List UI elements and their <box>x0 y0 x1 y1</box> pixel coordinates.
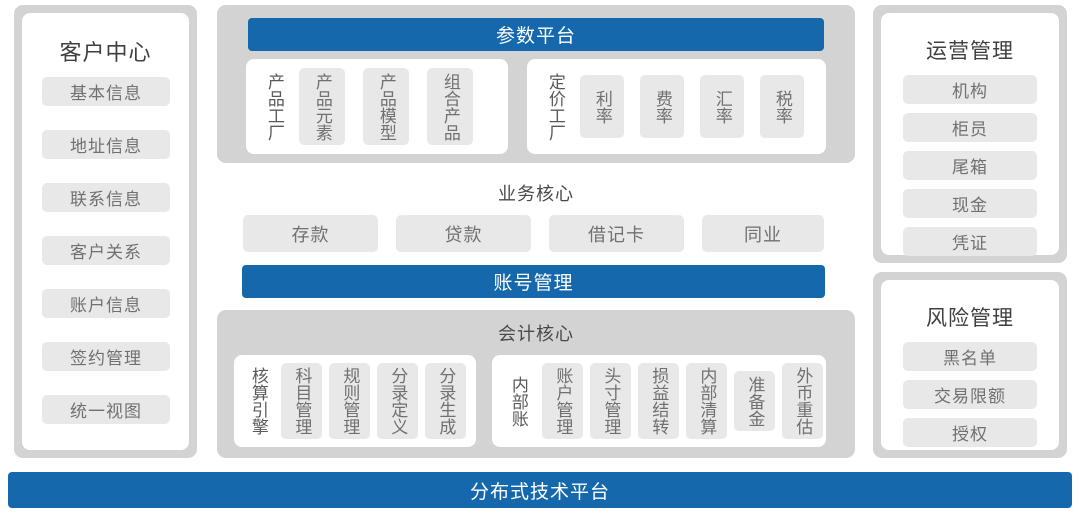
risk-management-panel: 风险管理 黑名单 交易限额 授权 <box>873 272 1067 458</box>
operations-item-teller[interactable]: 柜员 <box>903 113 1037 142</box>
product-factory-group: 产品工厂 产品元素 产品模型 组合产品 <box>246 59 508 154</box>
business-core-item-deposit[interactable]: 存款 <box>243 215 378 252</box>
accounting-engine-group: 核算引擎 科目管理 规则管理 分录定义 分录生成 <box>234 355 476 447</box>
operations-item-cash-box[interactable]: 尾箱 <box>903 151 1037 180</box>
entry-definition-chip[interactable]: 分录定义 <box>377 363 418 439</box>
account-management-bar: 账号管理 <box>242 265 825 298</box>
customer-center-title: 客户中心 <box>59 40 152 65</box>
risk-item-transaction-limit[interactable]: 交易限额 <box>903 380 1037 409</box>
accounting-engine-label: 核算引擎 <box>248 367 268 435</box>
composite-product-chip[interactable]: 组合产品 <box>427 68 473 145</box>
operations-item-organization[interactable]: 机构 <box>903 75 1037 104</box>
product-model-chip[interactable]: 产品模型 <box>363 68 409 145</box>
internal-account-group: 内部账 账户管理 头寸管理 损益结转 内部清算 准备金 外币重估 <box>492 355 826 447</box>
business-core-item-debit-card[interactable]: 借记卡 <box>549 215 684 252</box>
product-element-chip[interactable]: 产品元素 <box>299 68 345 145</box>
customer-center-item-unified-view[interactable]: 统一视图 <box>42 395 170 424</box>
operations-management-title: 运营管理 <box>926 40 1014 63</box>
rule-management-chip[interactable]: 规则管理 <box>329 363 370 439</box>
operations-item-cash[interactable]: 现金 <box>903 189 1037 218</box>
customer-center-item-relationship[interactable]: 客户关系 <box>42 236 170 265</box>
risk-item-blacklist[interactable]: 黑名单 <box>903 342 1037 371</box>
customer-center-item-contact-info[interactable]: 联系信息 <box>42 183 170 212</box>
customer-center-item-basic-info[interactable]: 基本信息 <box>42 77 170 106</box>
business-core-title: 业务核心 <box>498 184 574 204</box>
operations-management-card: 运营管理 机构 柜员 尾箱 现金 凭证 <box>881 13 1059 256</box>
risk-management-title: 风险管理 <box>926 307 1014 330</box>
internal-account-label: 内部账 <box>508 375 528 427</box>
parameter-platform-title: 参数平台 <box>248 18 824 51</box>
customer-center-card: 客户中心 基本信息 地址信息 联系信息 客户关系 账户信息 签约管理 统一视图 <box>22 13 189 450</box>
foreign-currency-revaluation-chip[interactable]: 外币重估 <box>782 363 823 439</box>
business-core-item-loan[interactable]: 贷款 <box>396 215 531 252</box>
interest-rate-chip[interactable]: 利率 <box>580 75 624 138</box>
risk-management-card: 风险管理 黑名单 交易限额 授权 <box>881 280 1059 450</box>
exchange-rate-chip[interactable]: 汇率 <box>700 75 744 138</box>
entry-generation-chip[interactable]: 分录生成 <box>425 363 466 439</box>
operations-management-panel: 运营管理 机构 柜员 尾箱 现金 凭证 <box>873 5 1067 263</box>
product-factory-label: 产品工厂 <box>264 72 284 141</box>
account-management-chip[interactable]: 账户管理 <box>542 363 583 439</box>
subject-management-chip[interactable]: 科目管理 <box>281 363 322 439</box>
operations-item-voucher[interactable]: 凭证 <box>903 227 1037 256</box>
customer-center-item-contract-mgmt[interactable]: 签约管理 <box>42 342 170 371</box>
customer-center-item-address-info[interactable]: 地址信息 <box>42 130 170 159</box>
tax-rate-chip[interactable]: 税率 <box>760 75 804 138</box>
fee-rate-chip[interactable]: 费率 <box>640 75 684 138</box>
profit-loss-carryover-chip[interactable]: 损益结转 <box>638 363 679 439</box>
internal-settlement-chip[interactable]: 内部清算 <box>686 363 727 439</box>
reserve-fund-chip[interactable]: 准备金 <box>734 371 775 431</box>
distributed-tech-platform-bar: 分布式技术平台 <box>8 472 1072 508</box>
pricing-factory-label: 定价工厂 <box>545 72 565 141</box>
customer-center-panel: 客户中心 基本信息 地址信息 联系信息 客户关系 账户信息 签约管理 统一视图 <box>14 5 197 458</box>
risk-item-authorization[interactable]: 授权 <box>903 418 1037 447</box>
position-management-chip[interactable]: 头寸管理 <box>590 363 631 439</box>
customer-center-item-account-info[interactable]: 账户信息 <box>42 289 170 318</box>
accounting-core-title: 会计核心 <box>498 324 574 344</box>
pricing-factory-group: 定价工厂 利率 费率 汇率 税率 <box>527 59 826 154</box>
business-core-item-interbank[interactable]: 同业 <box>702 215 824 252</box>
